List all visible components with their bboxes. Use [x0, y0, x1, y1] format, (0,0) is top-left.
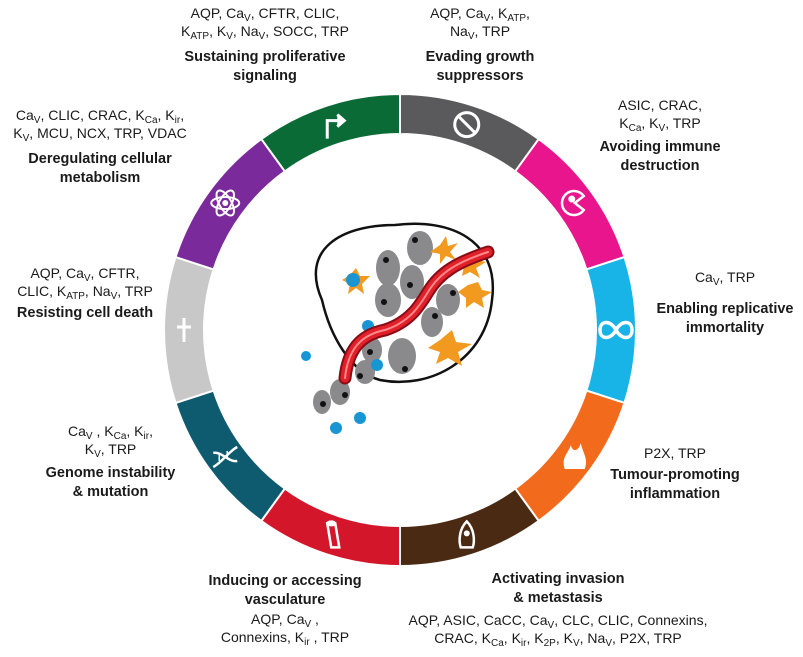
flame-icon — [563, 442, 587, 469]
channels-line: ASIC, CRAC, — [617, 97, 702, 113]
hallmark-title: & mutation — [72, 484, 149, 500]
hallmark-title: & metastasis — [513, 590, 603, 606]
pacman-cell-icon — [560, 189, 586, 217]
blue-immune-cells — [301, 273, 383, 434]
hallmark-title: Deregulating cellular — [28, 151, 172, 167]
hallmark-immune: ASIC, CRAC, KCa, KV, TRP Avoiding immune… — [585, 96, 735, 176]
hallmark-title: Inducing or accessing — [208, 573, 362, 589]
hallmark-title: Avoiding immune — [599, 139, 721, 155]
hallmark-cell-death: AQP, CaV, CFTR, CLIC, KATP, NaV, TRP Res… — [0, 264, 170, 323]
channels-line: AQP, CaV , — [251, 611, 319, 630]
hallmark-title: metabolism — [59, 170, 141, 186]
segment-metabolism — [174, 137, 287, 271]
ring-segments — [163, 92, 637, 568]
channels-line: P2X, TRP — [644, 445, 706, 461]
hallmark-title: Activating invasion — [491, 571, 625, 587]
segment-proliferative — [259, 92, 401, 173]
hallmark-title: destruction — [620, 158, 700, 174]
hallmark-metabolism: CaV, CLIC, CRAC, KCa, Kir, KV, MCU, NCX,… — [0, 106, 200, 188]
channels-line: CRAC, KCa, Kir, K2P, KV, NaV, P2X, TRP — [434, 630, 682, 649]
infinity-icon — [598, 320, 634, 340]
hallmark-genome: CaV , KCa, Kir, KV, TRP Genome instabili… — [28, 422, 193, 502]
hallmark-title: immortality — [685, 320, 765, 336]
hallmark-vasculature: Inducing or accessing vasculature AQP, C… — [190, 572, 380, 648]
channels-line: CaV, TRP — [694, 269, 756, 288]
segment-vasculature — [259, 487, 401, 568]
hallmark-invasion: Activating invasion & metastasis AQP, AS… — [388, 570, 728, 649]
hallmark-title: suppressors — [436, 68, 524, 84]
bent-arrow-icon — [325, 113, 347, 139]
blood-vessel — [338, 245, 495, 385]
channels-line: Connexins, Kir , TRP — [220, 629, 350, 648]
vessel-icon — [325, 520, 341, 549]
channels-line: KV, MCU, NCX, TRP, VDAC — [13, 125, 187, 144]
channels-line: KCa, KV, TRP — [619, 115, 701, 134]
dna-icon — [212, 445, 238, 469]
channels-line: CLIC, KATP, NaV, TRP — [17, 283, 153, 302]
hallmark-inflammation: P2X, TRP Tumour-promoting inflammation — [600, 444, 750, 504]
segment-cell-death — [163, 255, 215, 405]
hallmark-immortality: CaV, TRP Enabling replicative immortalit… — [645, 268, 803, 338]
hallmark-title: signaling — [233, 68, 297, 84]
channels-line: AQP, CaV, CFTR, CLIC, — [190, 5, 340, 24]
channels-line: CaV , KCa, Kir, — [68, 423, 153, 442]
hallmark-title: inflammation — [629, 486, 721, 502]
hallmark-title: Genome instability — [45, 465, 176, 481]
cross-icon — [177, 318, 191, 342]
rocket-icon — [458, 519, 476, 549]
channels-line: AQP, CaV, KATP, — [430, 5, 530, 24]
atom-icon — [210, 189, 241, 217]
tumour-illustration — [301, 222, 495, 434]
hallmark-growth-suppressors: AQP, CaV, KATP, NaV, TRP Evading growth … — [410, 4, 550, 86]
hallmark-title: Sustaining proliferative — [184, 49, 346, 65]
hallmark-title: vasculature — [244, 592, 326, 608]
hallmark-title: Resisting cell death — [16, 305, 154, 321]
hallmark-title: Evading growth — [425, 49, 535, 65]
hallmark-title: Enabling replicative — [656, 301, 794, 317]
channels-line: AQP, ASIC, CaCC, CaV, CLC, CLIC, Connexi… — [408, 612, 708, 631]
segment-immortality — [585, 255, 637, 405]
segment-invasion — [399, 487, 541, 568]
hallmark-proliferative: AQP, CaV, CFTR, CLIC, KATP, KV, NaV, SOC… — [170, 4, 360, 86]
ring-icons — [177, 111, 634, 549]
channels-line: NaV, TRP — [449, 23, 511, 42]
channels-line: KATP, KV, NaV, SOCC, TRP — [181, 23, 349, 42]
channels-line: CaV, CLIC, CRAC, KCa, Kir, — [15, 107, 185, 126]
segment-growth-suppressors — [399, 92, 541, 173]
channels-line: AQP, CaV, CFTR, — [30, 265, 140, 284]
channels-line: KV, TRP — [84, 441, 137, 460]
prohibition-icon — [453, 111, 481, 139]
hallmark-title: Tumour-promoting — [610, 467, 740, 483]
